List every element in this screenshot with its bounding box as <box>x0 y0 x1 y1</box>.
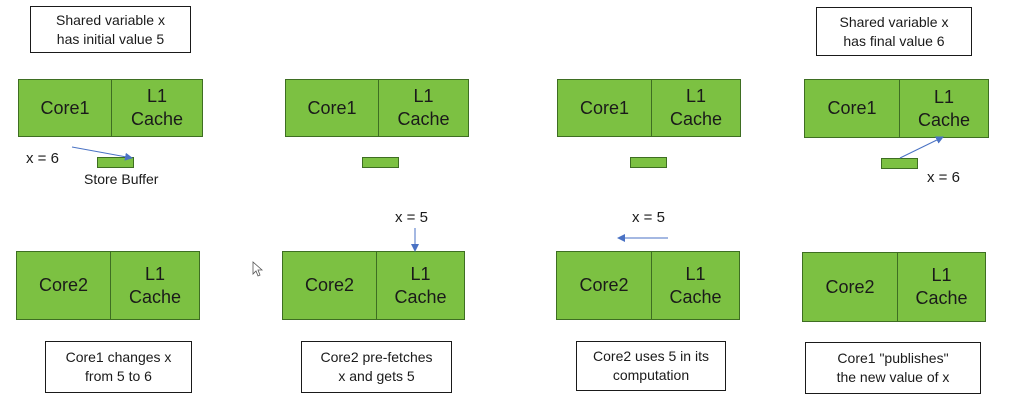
step3-core1-unit: Core1 L1 Cache <box>557 79 741 137</box>
step2-core2-unit: Core2 L1 Cache <box>282 251 465 320</box>
step2-core2-l1-cache: L1 Cache <box>394 263 447 307</box>
step1-store-buffer <box>97 157 134 168</box>
step4-caption: Core1 "publishes" the new value of x <box>805 342 981 394</box>
step1-core1-label: Core1 <box>19 80 112 136</box>
step1-core2-l1-cache: L1 Cache <box>128 263 182 307</box>
step3-core1-label: Core1 <box>558 80 652 136</box>
step4-core1-l1-cache: L1 Cache <box>917 86 971 130</box>
step2-read-label: x = 5 <box>395 209 428 226</box>
step1-core2-label: Core2 <box>17 252 111 319</box>
mouse-cursor-icon <box>252 261 264 277</box>
step2-core1-unit: Core1 L1 Cache <box>285 79 469 137</box>
initial-value-note: Shared variable x has initial value 5 <box>30 6 191 53</box>
step3-store-buffer <box>630 157 667 168</box>
step4-core2-label: Core2 <box>803 253 898 321</box>
step2-caption: Core2 pre-fetches x and gets 5 <box>301 341 452 393</box>
step1-store-buffer-label: Store Buffer <box>84 171 159 187</box>
step1-core2-unit: Core2 L1 Cache <box>16 251 200 320</box>
step4-core2-unit: Core2 L1 Cache <box>802 252 986 322</box>
step2-store-buffer <box>362 157 399 168</box>
step1-core1-unit: Core1 L1 Cache <box>18 79 203 137</box>
step2-core1-label: Core1 <box>286 80 379 136</box>
step4-publish-label: x = 6 <box>927 169 960 186</box>
step3-caption: Core2 uses 5 in its computation <box>576 341 726 391</box>
final-value-note: Shared variable x has final value 6 <box>816 7 972 56</box>
step1-caption: Core1 changes x from 5 to 6 <box>45 341 192 393</box>
step3-core2-label: Core2 <box>557 252 652 319</box>
step3-use-label: x = 5 <box>632 209 665 226</box>
step3-core2-unit: Core2 L1 Cache <box>556 251 740 320</box>
step4-core1-unit: Core1 L1 Cache <box>804 79 989 138</box>
step4-store-buffer <box>881 158 918 169</box>
step2-core2-label: Core2 <box>283 252 377 319</box>
step4-core2-l1-cache: L1 Cache <box>915 265 968 308</box>
step3-core1-l1-cache: L1 Cache <box>669 86 723 129</box>
step1-write-label: x = 6 <box>26 150 59 167</box>
step2-core1-l1-cache: L1 Cache <box>397 86 450 129</box>
step3-core2-l1-cache: L1 Cache <box>669 263 722 307</box>
step1-core1-l1-cache: L1 Cache <box>130 86 184 129</box>
step4-publish-arrow <box>899 136 944 159</box>
step4-core1-label: Core1 <box>805 80 900 137</box>
